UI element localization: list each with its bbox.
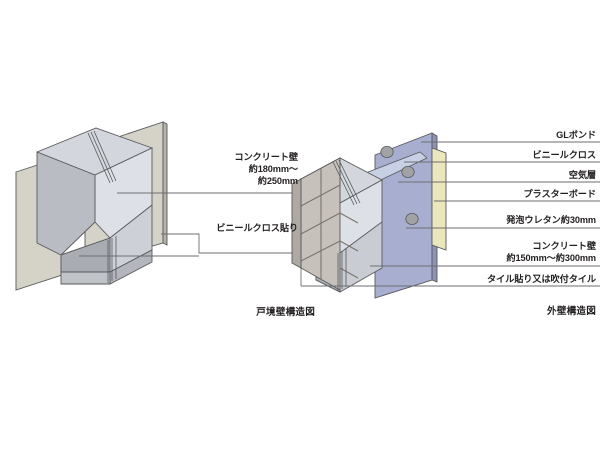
- right-label-air-layer: 空気層: [568, 170, 596, 180]
- right-wall-assembly: [291, 132, 600, 299]
- left-concrete-front-lower: [60, 271, 111, 285]
- right-tile-grid-secondary: [339, 212, 359, 279]
- gl-bond-dot: [380, 145, 394, 158]
- right-plaster-board-panel: [431, 147, 447, 251]
- right-label-gl-bond: GLボンド: [556, 130, 596, 140]
- right-seam-hatch-lower: [337, 249, 347, 291]
- left-diagram-caption: 戸境壁構造図: [256, 307, 315, 318]
- right-label-vinyl-cloth: ビニールクロス: [532, 150, 596, 160]
- right-label-plaster-board: プラスターボード: [523, 189, 596, 199]
- right-tile-grid: [301, 168, 340, 290]
- left-seam-hatch-lower: [107, 236, 117, 283]
- right-leader-lines: [300, 141, 600, 287]
- left-seam-hatch-upper: [87, 130, 117, 184]
- left-label-concrete-wall: コンクリート壁 約180mm～ 約250mm: [234, 152, 298, 187]
- left-wall-assembly: [15, 121, 302, 291]
- left-concrete-back-face: [36, 151, 96, 256]
- gl-bond-dot: [405, 212, 419, 225]
- right-label-concrete-wall: コンクリート壁 約150mm～約300mm: [506, 241, 596, 264]
- right-label-tile-finish: タイル貼り又は吹付タイル: [486, 274, 596, 284]
- left-leader-vinyl: [79, 233, 302, 257]
- left-label-vinyl-cloth-finish: ビニールクロス貼り: [216, 223, 298, 233]
- right-seam-hatch-upper: [332, 159, 361, 206]
- right-label-urethane-foam: 発泡ウレタン約30mm: [506, 215, 596, 225]
- right-diagram-caption: 外壁構造図: [547, 306, 596, 317]
- gl-bond-dot: [401, 165, 415, 178]
